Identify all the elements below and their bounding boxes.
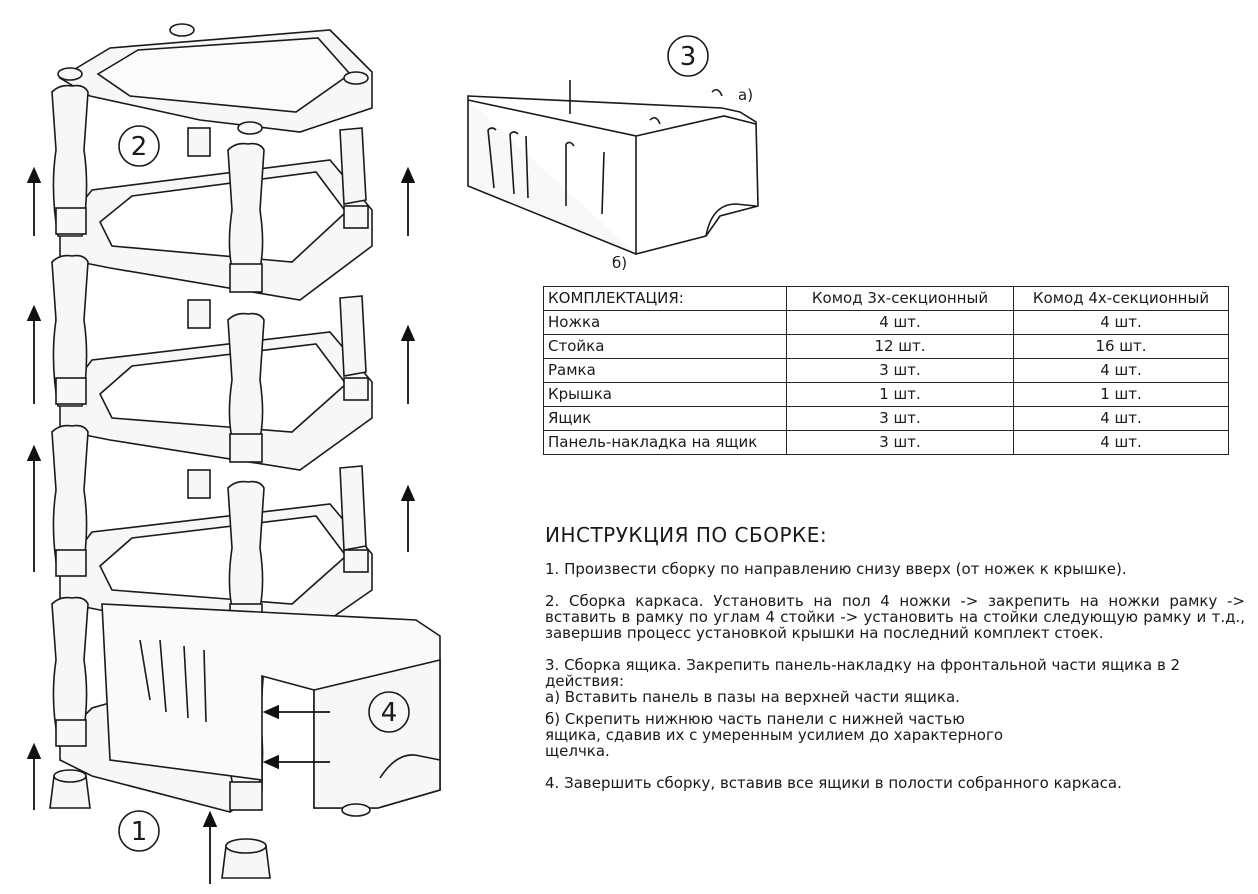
row-qty-3: 1 шт. — [786, 382, 1014, 407]
assembly-instructions: ИНСТРУКЦИЯ ПО СБОРКЕ: 1. Произвести сбор… — [545, 523, 1245, 792]
row-qty-3: 3 шт. — [786, 358, 1014, 383]
direction-arrows — [26, 166, 416, 884]
instruction-step-1: 1. Произвести сборку по направлению сниз… — [545, 560, 1127, 578]
header-4-section: Комод 4х-секционный — [1013, 286, 1229, 311]
kit-table: КОМПЛЕКТАЦИЯ: Комод 3х-секционный Комод … — [543, 286, 1229, 455]
header-kit: КОМПЛЕКТАЦИЯ: — [543, 286, 787, 311]
inserted-drawer — [101, 603, 441, 817]
kit-table-header: КОМПЛЕКТАЦИЯ: Комод 3х-секционный Комод … — [543, 286, 1229, 311]
instructions-title: ИНСТРУКЦИЯ ПО СБОРКЕ: — [545, 523, 828, 547]
step-2-number: 2 — [131, 132, 148, 162]
table-row: Панель-накладка на ящик 3 шт. 4 шт. — [543, 430, 1229, 455]
step-3-marker — [667, 35, 709, 77]
step-4-number: 4 — [381, 698, 398, 728]
frame-2 — [59, 331, 373, 471]
instruction-step-3-intro: 3. Сборка ящика. Закрепить панель-наклад… — [545, 656, 1181, 690]
step-3-number: 3 — [680, 42, 697, 72]
drawer-detail-drawing — [467, 80, 759, 256]
shelf-unit-drawing — [49, 23, 441, 879]
drawer-label-b: б) — [612, 254, 627, 272]
row-item: Рамка — [543, 358, 787, 383]
row-qty-4: 4 шт. — [1013, 358, 1229, 383]
instruction-step-4: 4. Завершить сборку, вставив все ящики в… — [545, 774, 1122, 792]
table-row: Ножка 4 шт. 4 шт. — [543, 310, 1229, 335]
row-item: Панель-накладка на ящик — [543, 430, 787, 455]
row-qty-3: 3 шт. — [786, 430, 1014, 455]
frame-1 — [59, 159, 373, 301]
table-row: Крышка 1 шт. 1 шт. — [543, 382, 1229, 407]
row-item: Стойка — [543, 334, 787, 359]
row-qty-4: 4 шт. — [1013, 310, 1229, 335]
table-row: Рамка 3 шт. 4 шт. — [543, 358, 1229, 383]
row-qty-3: 4 шт. — [786, 310, 1014, 335]
row-item: Крышка — [543, 382, 787, 407]
posts-right — [339, 127, 369, 573]
table-row: Ящик 3 шт. 4 шт. — [543, 406, 1229, 431]
header-3-section: Комод 3х-секционный — [786, 286, 1014, 311]
drawer-label-a: а) — [738, 86, 753, 104]
step-4-marker — [368, 691, 410, 733]
step-2-marker — [118, 125, 160, 167]
lid-part — [57, 23, 373, 135]
step-1-number: 1 — [131, 817, 148, 847]
feet — [49, 769, 271, 879]
row-qty-4: 4 шт. — [1013, 430, 1229, 455]
row-item: Ножка — [543, 310, 787, 335]
posts-left — [51, 84, 89, 747]
row-item: Ящик — [543, 406, 787, 431]
step-markers — [118, 35, 709, 852]
row-qty-3: 3 шт. — [786, 406, 1014, 431]
row-qty-3: 12 шт. — [786, 334, 1014, 359]
table-row: Стойка 12 шт. 16 шт. — [543, 334, 1229, 359]
instruction-step-2: 2. Сборка каркаса. Установить на пол 4 н… — [545, 592, 1245, 642]
step-1-marker — [118, 810, 160, 852]
instruction-step-3a: а) Вставить панель в пазы на верхней час… — [545, 688, 960, 706]
row-qty-4: 16 шт. — [1013, 334, 1229, 359]
instruction-step-3b: б) Скрепить нижнюю часть панели с нижней… — [545, 710, 1004, 760]
row-qty-4: 4 шт. — [1013, 406, 1229, 431]
row-qty-4: 1 шт. — [1013, 382, 1229, 407]
posts-back — [187, 127, 211, 499]
